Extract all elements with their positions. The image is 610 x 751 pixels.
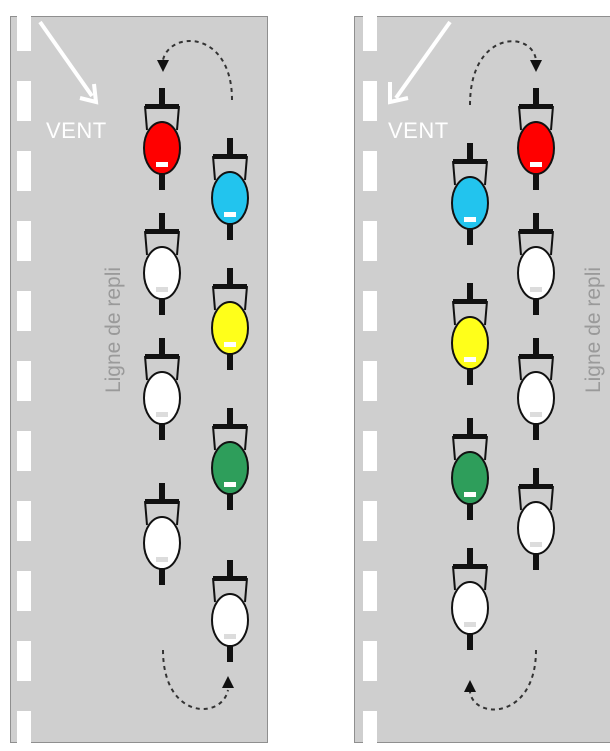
road-panel-left	[10, 11, 268, 751]
bicycle-icon	[211, 267, 249, 371]
bicycle-icon	[451, 417, 489, 521]
wind-label-left: VENT	[46, 118, 107, 143]
rotation-arrow-icon	[162, 649, 234, 711]
bicycle-icon	[451, 282, 489, 386]
bicycle-icon	[517, 212, 555, 316]
wind-arrow-icon	[388, 20, 452, 105]
bicycle-icon	[451, 547, 489, 651]
bicycle-icon	[143, 337, 181, 441]
bicycle-icon	[211, 137, 249, 241]
bicycle-icon	[143, 482, 181, 586]
wind-arrow-icon	[38, 20, 99, 105]
bicycle-icon	[517, 337, 555, 441]
bicycle-icon	[211, 407, 249, 511]
bicycle-icon	[143, 87, 181, 191]
bicycle-icon	[517, 87, 555, 191]
bicycle-icon	[451, 142, 489, 246]
rotation-arrow-icon	[464, 649, 537, 711]
rotation-arrow-icon	[469, 40, 542, 106]
bicycle-icon	[517, 467, 555, 571]
wind-label-right: VENT	[388, 118, 449, 143]
bicycle-icon	[143, 212, 181, 316]
bicycle-icon	[211, 559, 249, 663]
rotation-arrow-icon	[157, 39, 233, 101]
